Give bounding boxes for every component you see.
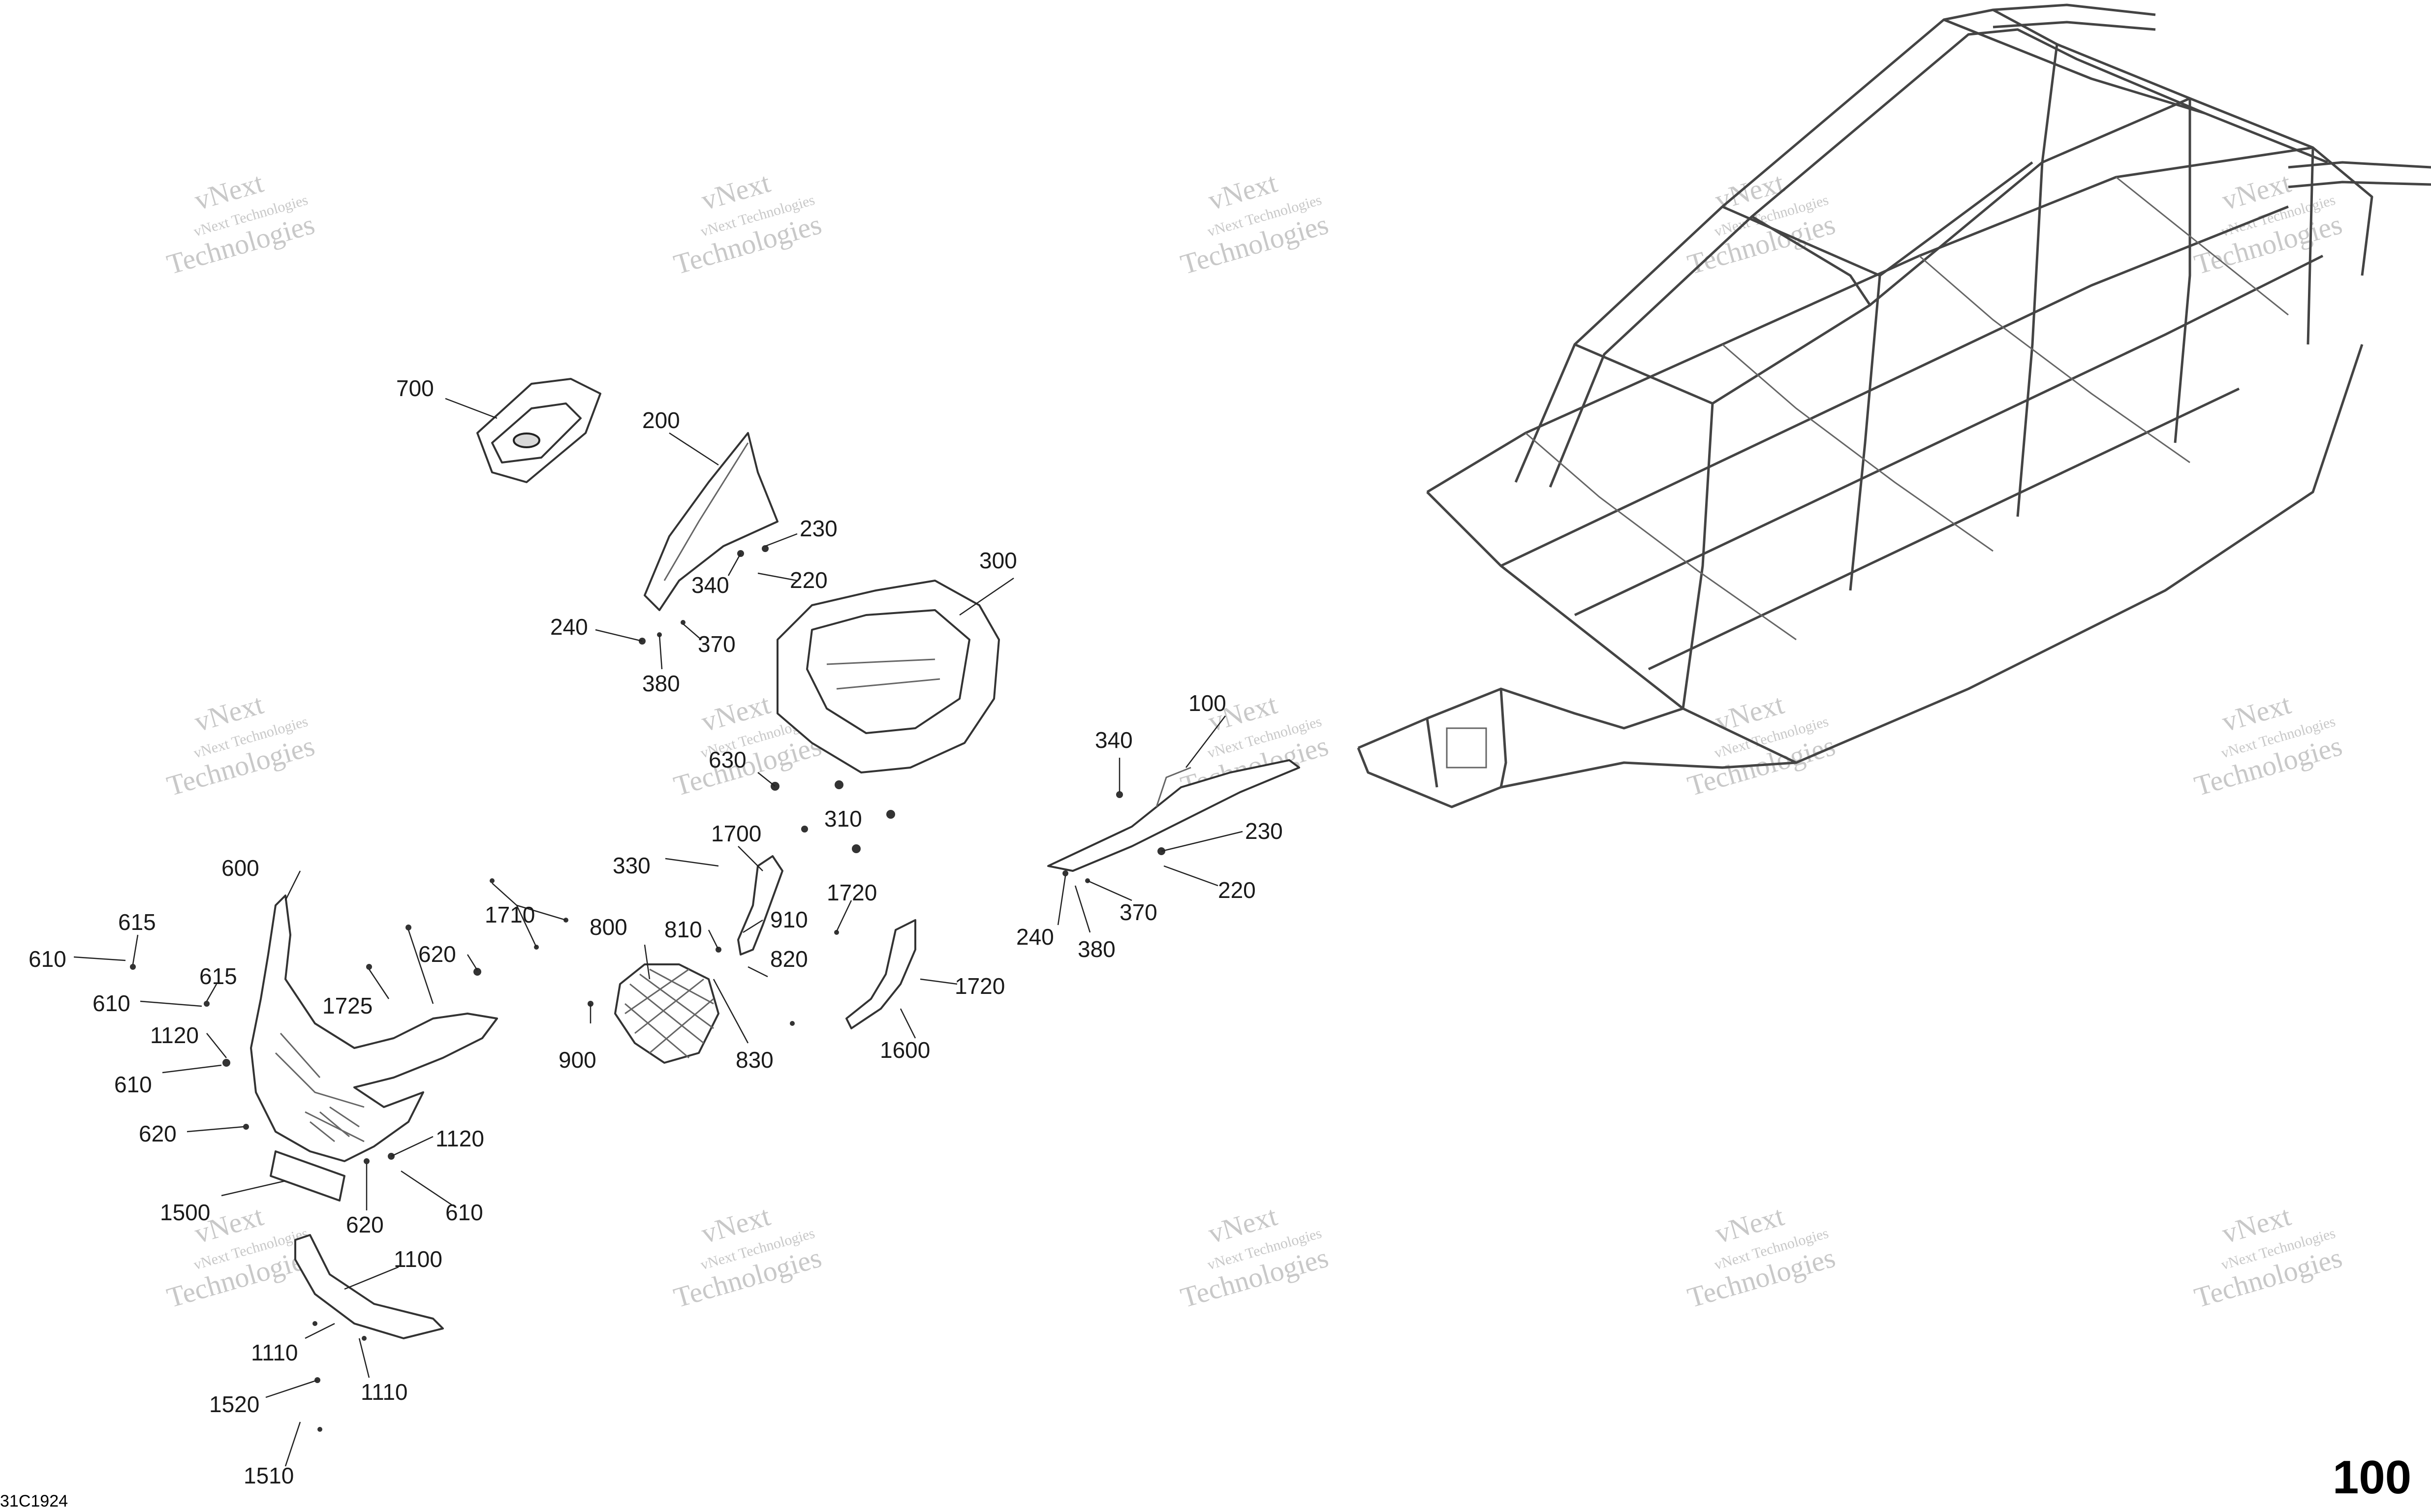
fastener [801, 826, 808, 833]
callout-380: 380 [642, 671, 680, 696]
part-1700-bracket [737, 855, 783, 956]
callout-100: 100 [1188, 690, 1226, 716]
callout-630: 630 [709, 747, 747, 772]
callout-620: 620 [418, 941, 456, 967]
callout-900: 900 [559, 1047, 596, 1073]
fastener [362, 1336, 367, 1341]
part-300-housing [777, 580, 1000, 773]
callout-340: 340 [1095, 727, 1133, 753]
callout-310: 310 [824, 806, 862, 832]
fastener [790, 1021, 795, 1026]
callout-800: 800 [590, 914, 627, 940]
callout-610: 610 [93, 990, 130, 1016]
callout-330: 330 [613, 853, 651, 878]
fastener [204, 1001, 210, 1007]
fastener [1062, 870, 1068, 876]
watermark: vNext vNext Technologies Technologies [163, 688, 318, 802]
callout-1520: 1520 [209, 1391, 259, 1417]
callout-615: 615 [118, 909, 156, 935]
watermark: vNext vNext Technologies Technologies [1684, 688, 1839, 802]
callout-1500: 1500 [160, 1200, 210, 1225]
callout-700: 700 [396, 375, 434, 401]
vehicle-frame-illustration [1357, 3, 2431, 808]
callout-1110: 1110 [361, 1379, 408, 1405]
watermark: vNext vNext Technologies Technologies [1684, 1200, 1839, 1314]
callout-810: 810 [664, 917, 702, 942]
callout-1120: 1120 [436, 1126, 484, 1151]
watermark: vNext vNext Technologies Technologies [2191, 688, 2345, 802]
callout-820: 820 [770, 946, 808, 972]
fastener [312, 1321, 317, 1326]
callout-615: 615 [199, 963, 237, 989]
callout-1700: 1700 [711, 821, 761, 846]
watermark: vNext vNext Technologies Technologies [163, 166, 318, 280]
fastener [834, 930, 839, 935]
fastener [490, 878, 495, 883]
fastener [317, 1427, 322, 1432]
callout-620: 620 [139, 1121, 177, 1146]
callout-labels: 700 200 230 340 220 300 240 370 380 630 … [29, 375, 1283, 1488]
fastener [364, 1158, 370, 1164]
callout-240: 240 [1016, 924, 1054, 950]
callout-1725: 1725 [322, 993, 373, 1018]
fastener [1116, 791, 1123, 798]
part-800-grille [614, 963, 719, 1064]
part-100-side-panel [1047, 759, 1300, 872]
fastener [762, 545, 769, 552]
fastener [243, 1124, 249, 1130]
callout-1710: 1710 [485, 902, 535, 927]
callout-1510: 1510 [244, 1463, 294, 1488]
callout-200: 200 [642, 407, 680, 433]
watermark: vNext vNext Technologies Technologies [1177, 1200, 1332, 1314]
callout-620: 620 [346, 1212, 384, 1237]
fastener [473, 968, 481, 976]
callout-610: 610 [445, 1200, 483, 1225]
callout-910: 910 [770, 907, 808, 932]
callout-1600: 1600 [880, 1037, 930, 1063]
fastener-group [130, 545, 1165, 1432]
part-1600-bracket [845, 919, 916, 1029]
fastener [886, 810, 895, 819]
callout-1720: 1720 [827, 880, 877, 905]
callout-1120: 1120 [150, 1022, 199, 1048]
callout-300: 300 [979, 548, 1017, 573]
fastener [366, 964, 372, 970]
callout-340: 340 [691, 572, 729, 598]
drawing-code: 31C1924 [0, 1492, 68, 1511]
page-number: 100 [2333, 1451, 2411, 1504]
watermark: vNext vNext Technologies Technologies [2191, 1200, 2345, 1314]
fastener [222, 1059, 230, 1067]
callout-1110: 1110 [251, 1340, 298, 1365]
watermark: vNext vNext Technologies Technologies [670, 166, 825, 280]
callout-610: 610 [29, 946, 66, 972]
callout-610: 610 [114, 1072, 152, 1097]
fastener [405, 925, 411, 930]
part-200-panel [644, 432, 779, 611]
part-600-front-fascia [250, 895, 498, 1162]
part-1100-skid [294, 1234, 444, 1339]
fastener [681, 620, 686, 625]
watermark: vNext vNext Technologies Technologies [1177, 166, 1332, 280]
callout-600: 600 [221, 855, 259, 881]
leader-lines [73, 398, 1243, 1467]
fastener [835, 780, 843, 789]
callout-220: 220 [790, 567, 828, 593]
fastener [130, 964, 136, 970]
part-700-cover [476, 378, 601, 483]
callout-230: 230 [1245, 818, 1283, 844]
callout-370: 370 [1120, 899, 1157, 925]
callout-1100: 1100 [394, 1246, 442, 1272]
callout-380: 380 [1078, 936, 1116, 962]
callout-230: 230 [800, 516, 838, 541]
callout-370: 370 [698, 631, 736, 657]
watermark: vNext vNext Technologies Technologies [670, 1200, 825, 1314]
part-1500-plate [270, 1150, 345, 1202]
fastener [852, 844, 861, 853]
callout-240: 240 [550, 614, 588, 640]
callout-1720: 1720 [955, 973, 1005, 999]
callout-220: 220 [1218, 877, 1256, 903]
callout-830: 830 [736, 1047, 774, 1073]
